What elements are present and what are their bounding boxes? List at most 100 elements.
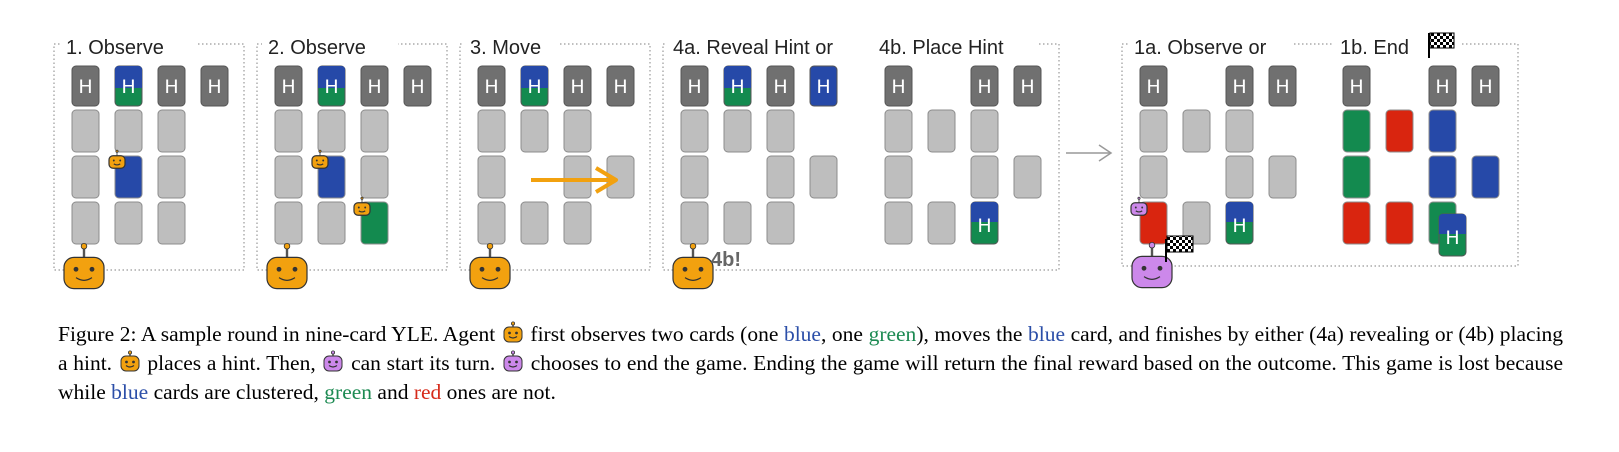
hint-card: H (157, 65, 186, 107)
hint-card: H (71, 65, 100, 107)
card (1428, 155, 1457, 199)
hint-card: H (520, 65, 549, 107)
card (1342, 201, 1371, 245)
card (766, 155, 795, 199)
card (477, 201, 506, 245)
caption-red-word: red (413, 380, 442, 404)
caption-blue-word: blue (783, 322, 821, 346)
card (970, 155, 999, 199)
caption-text: can start its turn. (351, 351, 496, 375)
card (157, 109, 186, 153)
card (680, 201, 709, 245)
svg-text:H: H (977, 215, 991, 237)
robot-icon (503, 321, 523, 343)
hint-card: H (274, 65, 303, 107)
hint-card: H (563, 65, 592, 107)
svg-text:H: H (1349, 76, 1363, 98)
svg-text:H: H (164, 76, 178, 98)
card (1385, 201, 1414, 245)
hint-card: H (360, 65, 389, 107)
card (884, 109, 913, 153)
card (927, 201, 956, 245)
svg-text:H: H (730, 76, 744, 98)
card (680, 109, 709, 153)
caption-text: chooses to end the game. Ending the game… (58, 351, 1564, 404)
robot-icon (353, 196, 371, 216)
robot-icon (503, 350, 523, 372)
robot-icon (469, 242, 511, 290)
svg-text:H: H (773, 76, 787, 98)
svg-text:H: H (324, 76, 338, 98)
robot-icon (108, 149, 126, 169)
card (71, 109, 100, 153)
hint-card: H (114, 65, 143, 107)
robot-icon (323, 350, 343, 372)
card (884, 201, 913, 245)
panel-title-observe2: 2. Observe (268, 37, 366, 59)
panel-frame (662, 43, 1060, 271)
card (884, 155, 913, 199)
svg-text:H: H (1232, 215, 1246, 237)
card (1428, 109, 1457, 153)
caption-text: cards are clustered, (153, 380, 319, 404)
hint-card: H (1471, 65, 1500, 107)
figure-diagram: 1. Observe 2. Observe 3. Move 4a. Reveal… (53, 32, 1519, 290)
card (1182, 201, 1211, 245)
card (1225, 155, 1254, 199)
caption-text: card, and finishes by either (4a) reveal… (58, 322, 1564, 375)
svg-text:H: H (1020, 76, 1034, 98)
hint-card: H (200, 65, 229, 107)
panel-title-place-hint: 4b. Place Hint (879, 37, 1004, 59)
svg-text:H: H (977, 76, 991, 98)
hint-card: H (1268, 65, 1297, 107)
hint-card: H (970, 65, 999, 107)
caption-text: places a hint. Then, (147, 351, 316, 375)
card (520, 109, 549, 153)
svg-text:H: H (570, 76, 584, 98)
card (1268, 155, 1297, 199)
checkered-flag-icon (1165, 235, 1194, 262)
panel-title-observe1: 1. Observe (66, 37, 164, 59)
caption-blue-word: blue (111, 380, 149, 404)
svg-text:H: H (484, 76, 498, 98)
panel-frame (1121, 43, 1519, 267)
robot-icon (1131, 241, 1173, 289)
svg-text:H: H (1478, 76, 1492, 98)
card (563, 155, 592, 199)
caption-green-word: green (324, 380, 373, 404)
svg-text:H: H (1232, 76, 1246, 98)
hint-card: H (1342, 65, 1371, 107)
svg-text:H: H (1275, 76, 1289, 98)
svg-text:H: H (410, 76, 424, 98)
card (563, 109, 592, 153)
figure-caption: Figure 2: A sample round in nine-card YL… (58, 320, 1563, 407)
robot-icon (120, 350, 140, 372)
hint-card: H (1225, 65, 1254, 107)
transition-arrow-icon (1066, 144, 1113, 162)
hint-card: H (970, 201, 999, 245)
hint-card: H (606, 65, 635, 107)
card (520, 201, 549, 245)
svg-text:H: H (1445, 227, 1459, 249)
card (71, 201, 100, 245)
card (766, 109, 795, 153)
hint-card: H (1438, 213, 1467, 257)
panel-title-move: 3. Move (470, 37, 541, 59)
card (680, 155, 709, 199)
card (723, 109, 752, 153)
hint-card: H (477, 65, 506, 107)
caption-text: ones are not. (446, 380, 556, 404)
card (723, 201, 752, 245)
caption-green-word: green (868, 322, 917, 346)
card (1342, 109, 1371, 153)
card (114, 109, 143, 153)
checkered-flag-icon (1428, 32, 1455, 58)
caption-text: A sample round in nine-card YLE. Agent (140, 322, 496, 346)
panel-frames (53, 43, 1519, 271)
hint-card: H (1013, 65, 1042, 107)
robot-icon (311, 149, 329, 169)
card (274, 155, 303, 199)
hint-card: H (680, 65, 709, 107)
card (970, 109, 999, 153)
